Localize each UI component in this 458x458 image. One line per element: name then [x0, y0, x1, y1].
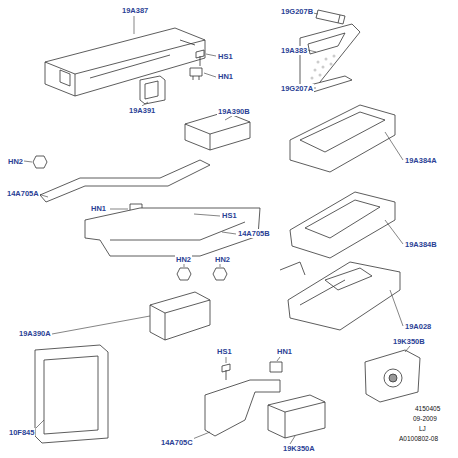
- callout-number: HN2: [214, 255, 231, 264]
- callout-number: 19A390A: [18, 329, 52, 338]
- callout-number: HN1: [90, 204, 107, 213]
- callout-number: HN1: [217, 72, 234, 81]
- callout-number: 19A384A: [404, 156, 438, 165]
- callout-number: HS1: [217, 52, 234, 61]
- callout-number: 19G207B: [280, 7, 314, 16]
- callout-number: HS1: [221, 211, 238, 220]
- reference-note: 09-2009: [412, 415, 438, 423]
- callout-number: 19A387: [121, 6, 149, 15]
- callout-number: 14A705A: [6, 189, 40, 198]
- callout-number: 14A705C: [160, 438, 194, 447]
- callout-number: HS1: [216, 347, 233, 356]
- callout-number: 14A705B: [237, 229, 271, 238]
- reference-note: 4150405: [414, 405, 441, 413]
- reference-note: LJ: [418, 425, 427, 433]
- callout-number: 19A028: [404, 322, 432, 331]
- callout-number: 19G207A: [280, 84, 314, 93]
- callout-number: 19A390B: [217, 107, 251, 116]
- callout-number: HN1: [276, 347, 293, 356]
- callout-number: 19K350B: [392, 337, 426, 346]
- callout-number: 10F845: [8, 428, 35, 437]
- reference-note: A0100802-08: [398, 435, 439, 443]
- callout-number: 19K350A: [282, 444, 316, 453]
- callout-number: 19A383: [280, 46, 308, 55]
- callout-number: HN2: [175, 255, 192, 264]
- callout-number: HN2: [7, 157, 24, 166]
- callout-number: 19A391: [128, 106, 156, 115]
- callout-number: 19A384B: [404, 240, 438, 249]
